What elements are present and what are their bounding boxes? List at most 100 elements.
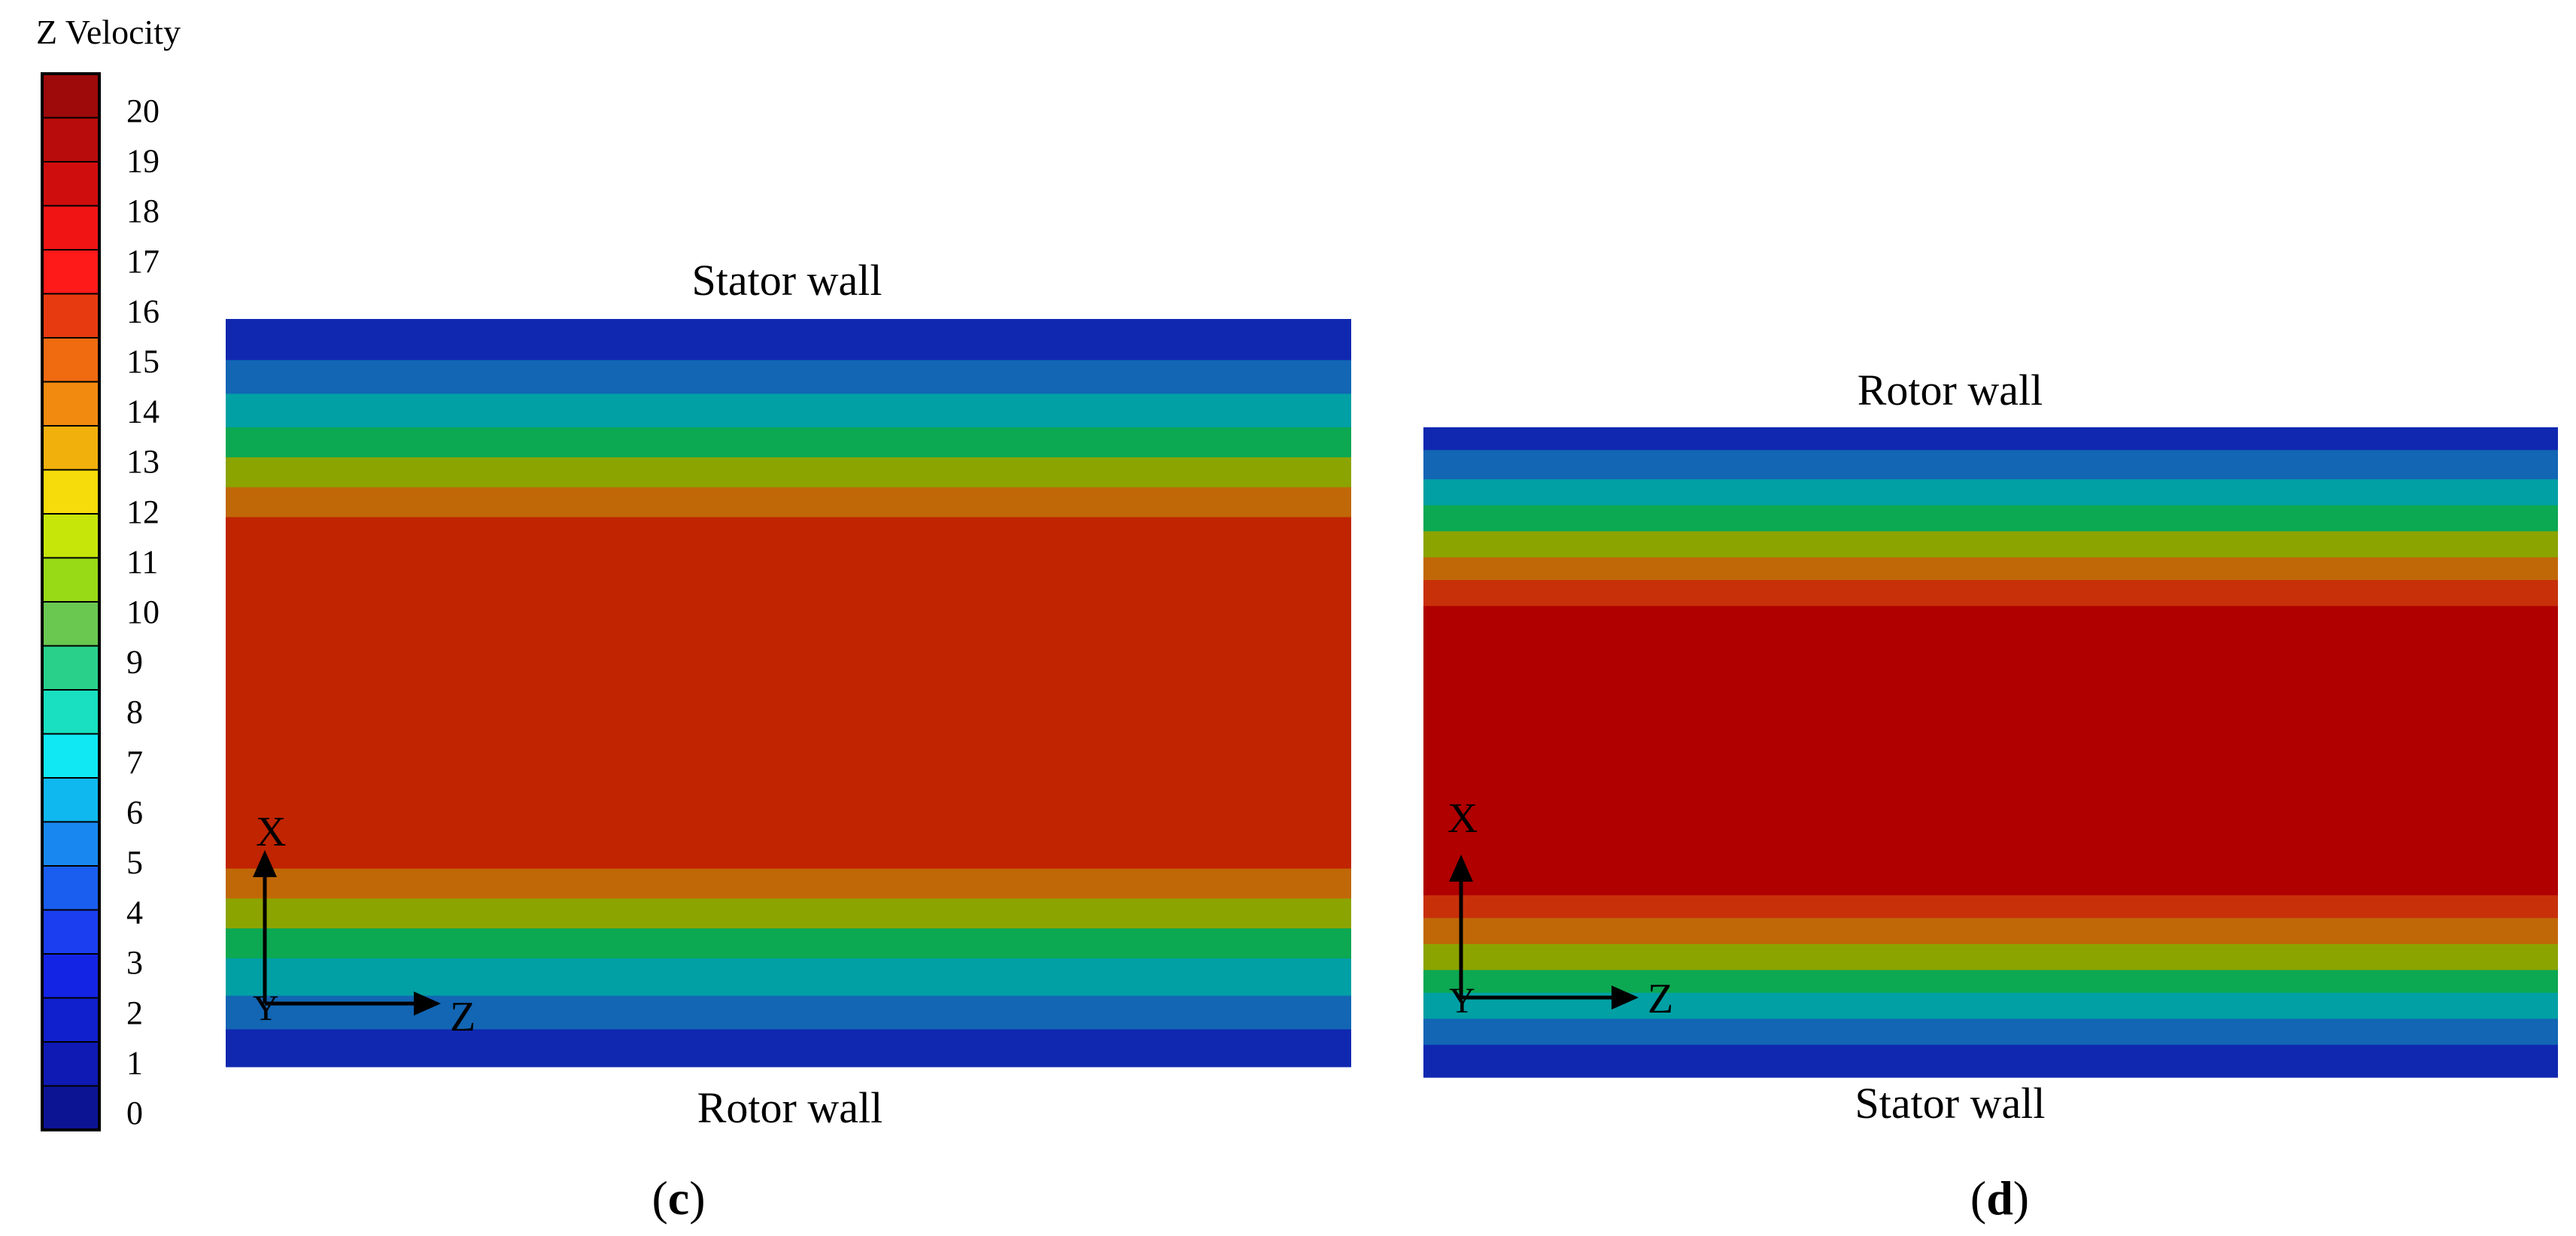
legend-tick-label: 5 bbox=[126, 844, 143, 881]
contour-band bbox=[226, 517, 1351, 870]
contour-band bbox=[1423, 895, 2558, 919]
legend-swatch bbox=[42, 338, 99, 383]
legend-tick-label: 17 bbox=[126, 243, 159, 280]
contour-band bbox=[226, 457, 1351, 488]
contour-band bbox=[1423, 943, 2558, 971]
contour-band bbox=[226, 427, 1351, 458]
legend-tick-label: 6 bbox=[126, 794, 143, 831]
contour-band bbox=[1423, 970, 2558, 994]
legend-tick-label: 20 bbox=[126, 93, 159, 129]
y-axis-label: Y bbox=[253, 988, 279, 1028]
legend-tick-label: 11 bbox=[126, 543, 158, 580]
panel-d-contour bbox=[1423, 427, 2558, 1078]
legend-swatch bbox=[42, 645, 99, 691]
panel-c: Stator wall Rotor wall X Y Z (c) bbox=[226, 256, 1351, 1225]
panel-c-bottom-label: Rotor wall bbox=[697, 1083, 882, 1132]
legend-swatch bbox=[42, 778, 99, 823]
legend-swatch bbox=[42, 954, 99, 999]
legend-title: Z Velocity bbox=[36, 13, 181, 51]
contour-band bbox=[1423, 580, 2558, 607]
legend-swatch bbox=[42, 733, 99, 779]
panel-c-contour bbox=[226, 319, 1351, 1067]
legend-tick-label: 4 bbox=[126, 894, 143, 931]
panel-d-tag: (d) bbox=[1970, 1171, 2029, 1225]
panel-d-bottom-label: Stator wall bbox=[1855, 1079, 2046, 1128]
legend-tick-label: 19 bbox=[126, 143, 159, 180]
legend-swatch bbox=[42, 866, 99, 911]
x-axis-arrowhead bbox=[1449, 855, 1473, 882]
z-axis-label: Z bbox=[1648, 976, 1673, 1022]
contour-band bbox=[1423, 427, 2558, 451]
panel-c-axes-triad: X Y Z bbox=[253, 809, 475, 1040]
legend-swatch bbox=[42, 381, 99, 427]
legend-tick-label: 13 bbox=[126, 443, 159, 480]
z-axis-arrowhead bbox=[1612, 985, 1639, 1010]
panel-c-tag: (c) bbox=[652, 1171, 705, 1225]
legend-swatch bbox=[42, 821, 99, 867]
contour-band bbox=[1423, 606, 2558, 896]
legend-swatch bbox=[42, 514, 99, 559]
legend-tick-label: 7 bbox=[126, 744, 143, 781]
contour-band bbox=[226, 1029, 1351, 1067]
z-axis-arrowhead bbox=[414, 992, 441, 1016]
legend-tick-label: 16 bbox=[126, 293, 159, 329]
panel-d: Rotor wall Stator wall X Y Z (d) bbox=[1423, 366, 2558, 1225]
legend-tick-label: 18 bbox=[126, 193, 159, 229]
legend-tick-label: 0 bbox=[126, 1095, 143, 1131]
contour-band bbox=[226, 393, 1351, 428]
legend-swatch bbox=[42, 690, 99, 735]
legend-tick-label: 12 bbox=[126, 493, 159, 530]
contour-band bbox=[226, 868, 1351, 899]
legend-swatch bbox=[42, 1086, 99, 1131]
legend-tick-label: 10 bbox=[126, 594, 159, 630]
legend-swatch bbox=[42, 426, 99, 471]
x-axis-label: X bbox=[256, 809, 286, 855]
legend-swatch bbox=[42, 602, 99, 647]
contour-band bbox=[1423, 505, 2558, 532]
legend-swatch bbox=[42, 557, 99, 603]
legend-swatch bbox=[42, 293, 99, 339]
legend-swatch bbox=[42, 998, 99, 1043]
legend-color-bar bbox=[42, 74, 99, 1131]
x-axis-label: X bbox=[1447, 795, 1478, 842]
contour-band bbox=[226, 319, 1351, 361]
contour-band bbox=[226, 995, 1351, 1030]
legend-swatch bbox=[42, 205, 99, 251]
legend-swatch bbox=[42, 1042, 99, 1087]
contour-band bbox=[1423, 479, 2558, 506]
contour-band bbox=[1423, 450, 2558, 480]
legend-swatch bbox=[42, 162, 99, 207]
panel-c-top-label: Stator wall bbox=[692, 256, 882, 305]
contour-band bbox=[226, 898, 1351, 929]
contour-band bbox=[226, 958, 1351, 997]
legend-swatch bbox=[42, 74, 99, 119]
panel-d-top-label: Rotor wall bbox=[1858, 366, 2043, 415]
legend: Z Velocity 20191817161514131211109876543… bbox=[36, 13, 181, 1131]
contour-band bbox=[1423, 1044, 2558, 1078]
contour-band bbox=[1423, 1019, 2558, 1046]
legend-tick-label: 3 bbox=[126, 944, 143, 981]
legend-tick-label: 9 bbox=[126, 644, 143, 681]
contour-band bbox=[1423, 531, 2558, 558]
legend-swatch bbox=[42, 117, 99, 162]
contour-band bbox=[1423, 918, 2558, 945]
x-axis-arrowhead bbox=[253, 850, 277, 877]
contour-band bbox=[226, 360, 1351, 394]
legend-swatch bbox=[42, 469, 99, 515]
contour-band bbox=[226, 487, 1351, 518]
panel-d-axes-triad: X Y Z bbox=[1447, 795, 1673, 1022]
legend-tick-label: 2 bbox=[126, 995, 143, 1031]
legend-frame bbox=[41, 72, 101, 1131]
legend-tick-label: 15 bbox=[126, 343, 159, 380]
legend-tick-label: 8 bbox=[126, 694, 143, 730]
contour-band bbox=[1423, 557, 2558, 581]
legend-tick-label: 1 bbox=[126, 1044, 143, 1081]
legend-swatch bbox=[42, 910, 99, 955]
z-axis-label: Z bbox=[450, 994, 475, 1040]
y-axis-label: Y bbox=[1449, 981, 1475, 1021]
legend-tick-label: 14 bbox=[126, 393, 159, 430]
contour-band bbox=[226, 928, 1351, 959]
legend-swatch bbox=[42, 250, 99, 295]
